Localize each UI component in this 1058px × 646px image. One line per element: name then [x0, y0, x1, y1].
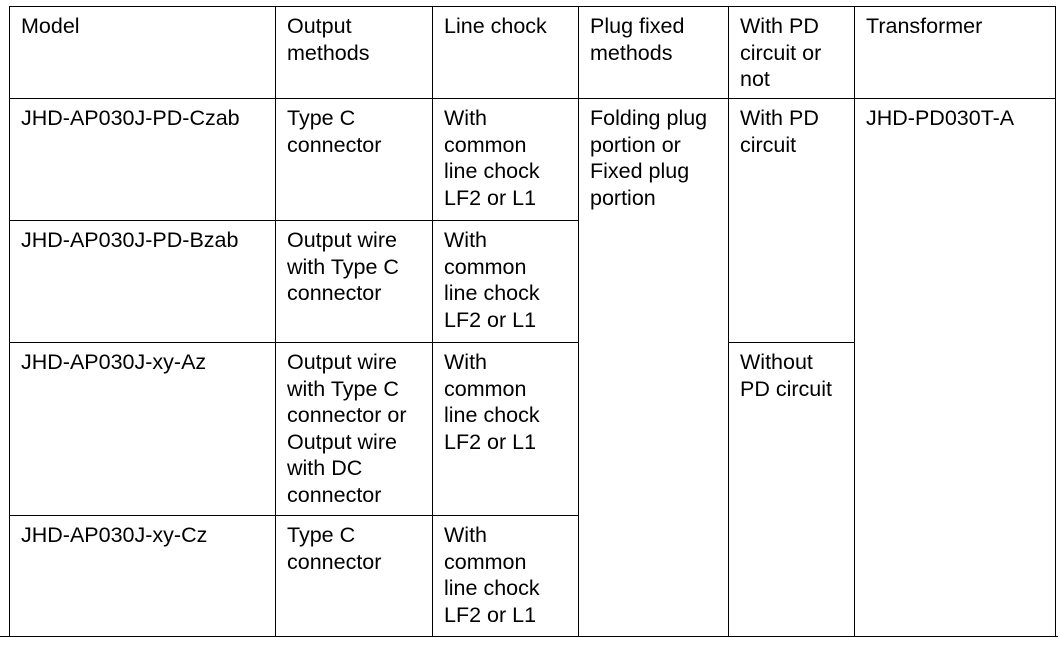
cell-transformer: JHD-PD030T-A [854, 98, 1056, 637]
cell-model: JHD-AP030J-PD-Czab [9, 98, 276, 221]
cell-line-chock: With common line chock LF2 or L1 [432, 220, 579, 343]
cell-output-method: Output wire with Type C connector or Out… [275, 342, 433, 516]
cell-output-method: Output wire with Type C connector [275, 220, 433, 343]
cell-model: JHD-AP030J-PD-Bzab [9, 220, 276, 343]
cell-output-method: Type C connector [275, 515, 433, 637]
header-line-chock: Line chock [432, 6, 579, 99]
cell-model: JHD-AP030J-xy-Az [9, 342, 276, 516]
cell-plug-fixed-methods: Folding plug portion or Fixed plug porti… [578, 98, 729, 637]
table-row: JHD-AP030J-xy-Az Output wire with Type C… [9, 342, 1056, 637]
table-row: JHD-AP030J-PD-Bzab Output wire with Type… [9, 220, 1056, 343]
cell-line-chock: With common line chock LF2 or L1 [432, 98, 579, 221]
table-row: JHD-AP030J-PD-Czab Type C connector With… [9, 98, 1056, 637]
cell-line-chock: With common line chock LF2 or L1 [432, 342, 579, 516]
header-transformer: Transformer [854, 6, 1056, 99]
header-model: Model [9, 6, 276, 99]
cell-output-method: Type C connector [275, 98, 433, 221]
cell-model: JHD-AP030J-xy-Cz [9, 515, 276, 637]
header-pd-circuit: With PD circuit or not [728, 6, 855, 99]
cell-line-chock: With common line chock LF2 or L1 [432, 515, 579, 637]
model-spec-table: Model Output methods Line chock Plug fix… [9, 6, 1056, 637]
cell-without-pd-circuit: Without PD circuit [728, 342, 855, 637]
header-plug-fixed-methods: Plug fixed methods [578, 6, 729, 99]
cell-with-pd-circuit: With PD circuit [728, 98, 855, 343]
table-header-row: Model Output methods Line chock Plug fix… [9, 6, 1056, 99]
bottom-rule [0, 636, 1058, 637]
header-output-methods: Output methods [275, 6, 433, 99]
table-row: JHD-AP030J-xy-Cz Type C connector With c… [9, 515, 1056, 637]
